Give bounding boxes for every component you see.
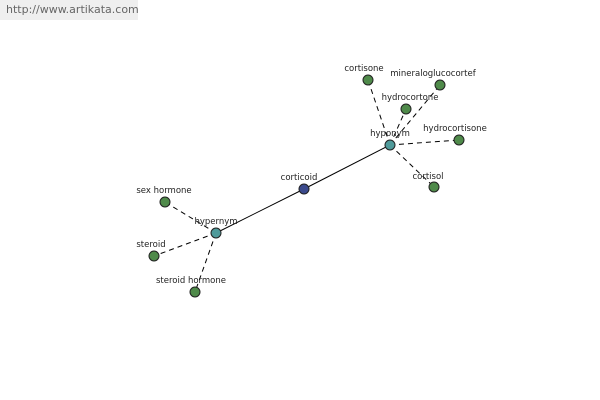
label-hyponym[interactable]: hyponym — [370, 129, 410, 139]
node-hyponym[interactable] — [384, 139, 396, 151]
node-cortisone[interactable] — [362, 74, 374, 86]
label-corticoid[interactable]: corticoid — [281, 173, 318, 183]
label-cortisol[interactable]: cortisol — [412, 172, 443, 182]
edge-hyponym-to-cortisol — [389, 144, 435, 188]
label-hydrocortisone[interactable]: hydrocortisone — [423, 124, 487, 134]
node-steroid[interactable] — [148, 250, 160, 262]
node-sex-hormone[interactable] — [159, 196, 171, 208]
node-steroid-hormone[interactable] — [189, 286, 201, 298]
source-url[interactable]: http://www.artikata.com — [0, 0, 139, 20]
node-hypernym[interactable] — [210, 227, 222, 239]
label-sex-hormone[interactable]: sex hormone — [136, 186, 191, 196]
node-hydrocortisone[interactable] — [453, 134, 465, 146]
node-hydrocortone[interactable] — [400, 103, 412, 115]
label-hypernym[interactable]: hypernym — [194, 217, 237, 227]
label-steroid-hormone[interactable]: steroid hormone — [156, 276, 226, 286]
edge-corticoid-to-hypernym — [215, 188, 305, 234]
edge-hyponym-to-mineraloglucocortef — [389, 84, 441, 146]
edge-hypernym-to-steroid-hormone — [194, 232, 217, 293]
edge-hyponym-to-cortisone — [367, 79, 391, 146]
label-steroid[interactable]: steroid — [136, 240, 165, 250]
label-mineraloglucocortef[interactable]: mineraloglucocortef — [390, 69, 476, 79]
node-mineraloglucocortef[interactable] — [434, 79, 446, 91]
node-corticoid[interactable] — [298, 183, 310, 195]
edge-hyponym-to-hydrocortone — [389, 108, 407, 146]
edge-hyponym-to-hydrocortisone — [389, 139, 460, 146]
edge-hypernym-to-sex-hormone — [164, 201, 217, 234]
edge-corticoid-to-hyponym — [303, 144, 391, 190]
label-hydrocortone[interactable]: hydrocortone — [382, 93, 439, 103]
label-cortisone[interactable]: cortisone — [344, 64, 383, 74]
edge-hypernym-to-steroid — [153, 232, 217, 257]
node-cortisol[interactable] — [428, 181, 440, 193]
